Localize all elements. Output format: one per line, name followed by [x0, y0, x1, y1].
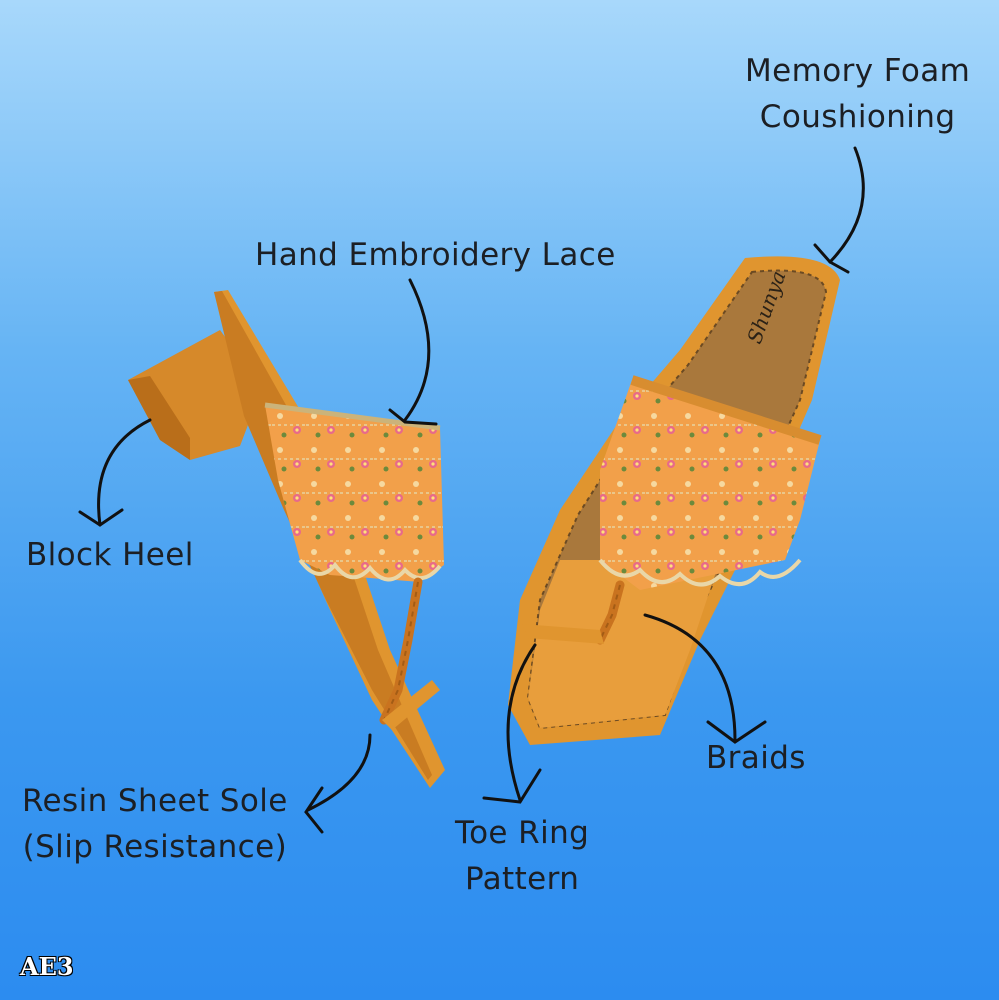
- resin-sole-line-1: Resin Sheet Sole: [22, 783, 288, 819]
- resin-sole-label: Resin Sheet Sole (Slip Resistance): [22, 778, 288, 870]
- resin-sole-arrow: [306, 733, 372, 812]
- memory-foam-label: Memory Foam Coushioning: [745, 48, 970, 140]
- memory-foam-arrowhead: [813, 243, 850, 274]
- embroidery-arrow: [403, 278, 431, 422]
- resin-sole-line-2: (Slip Resistance): [22, 829, 288, 865]
- block-heel-arrow: [97, 418, 152, 527]
- resin-sole-arrowhead: [304, 786, 324, 834]
- braids-label: Braids: [706, 740, 806, 776]
- right-sandal: [508, 256, 840, 745]
- block-heel-label: Block Heel: [26, 537, 194, 573]
- toe-ring-line-2: Pattern: [464, 861, 580, 897]
- hand-embroidery-label: Hand Embroidery Lace: [255, 237, 616, 273]
- embroidery-arrowhead: [388, 408, 438, 426]
- toe-ring-arrowhead: [482, 768, 542, 804]
- braids-arrow: [643, 613, 737, 742]
- memory-foam-line-1: Memory Foam: [745, 53, 971, 89]
- toe-ring-line-1: Toe Ring: [455, 815, 590, 851]
- toe-ring-label: Toe Ring Pattern: [455, 810, 589, 902]
- product-code: AE3: [20, 952, 74, 981]
- toe-ring-arrow: [506, 643, 537, 802]
- left-sandal: [128, 290, 445, 788]
- block-heel-arrowhead: [78, 508, 124, 527]
- braids-arrowhead: [706, 720, 767, 744]
- memory-foam-line-2: Coushioning: [759, 99, 956, 135]
- memory-foam-arrow: [828, 146, 865, 264]
- callout-arrows: [78, 146, 865, 834]
